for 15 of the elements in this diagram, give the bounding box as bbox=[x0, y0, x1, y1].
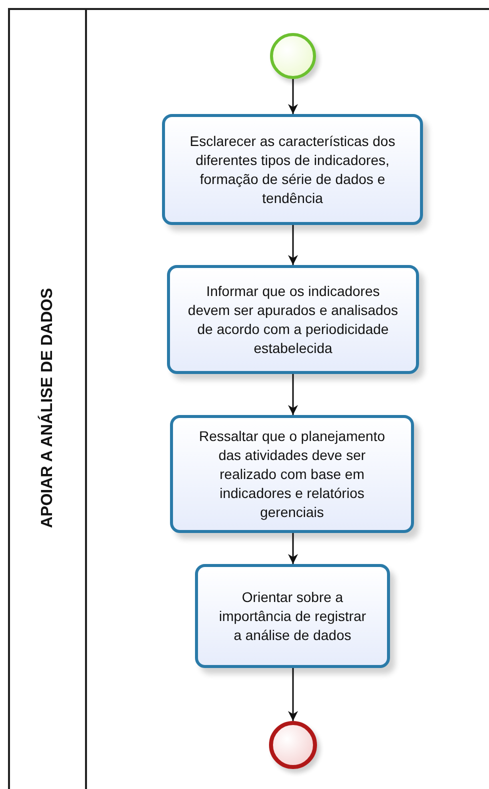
task-box bbox=[170, 415, 414, 533]
task-text: Ressaltar que o planejamento das atividades deve ser realizado com base em indicadores e relatórios gerenciais bbox=[198, 426, 386, 522]
arrow bbox=[288, 79, 298, 114]
swimlane bbox=[8, 8, 489, 789]
task-text: Esclarecer as características dos diferentes tipos de indicadores, formação de série de dados e tendência bbox=[188, 132, 396, 208]
task-box bbox=[195, 564, 390, 668]
task-box bbox=[167, 265, 419, 374]
task-text: Orientar sobre a importância de registrar a análise de dados bbox=[218, 588, 368, 644]
arrow bbox=[288, 225, 298, 265]
lane-title: APOIAR A ANÁLISE DE DADOS bbox=[36, 288, 56, 528]
arrow bbox=[288, 374, 298, 415]
arrow bbox=[288, 668, 298, 721]
task-box bbox=[162, 114, 423, 225]
arrow bbox=[288, 533, 298, 564]
task-text: Informar que os indicadores devem ser apurados e analisados de acordo com a periodicidade estabelecida bbox=[186, 282, 400, 358]
